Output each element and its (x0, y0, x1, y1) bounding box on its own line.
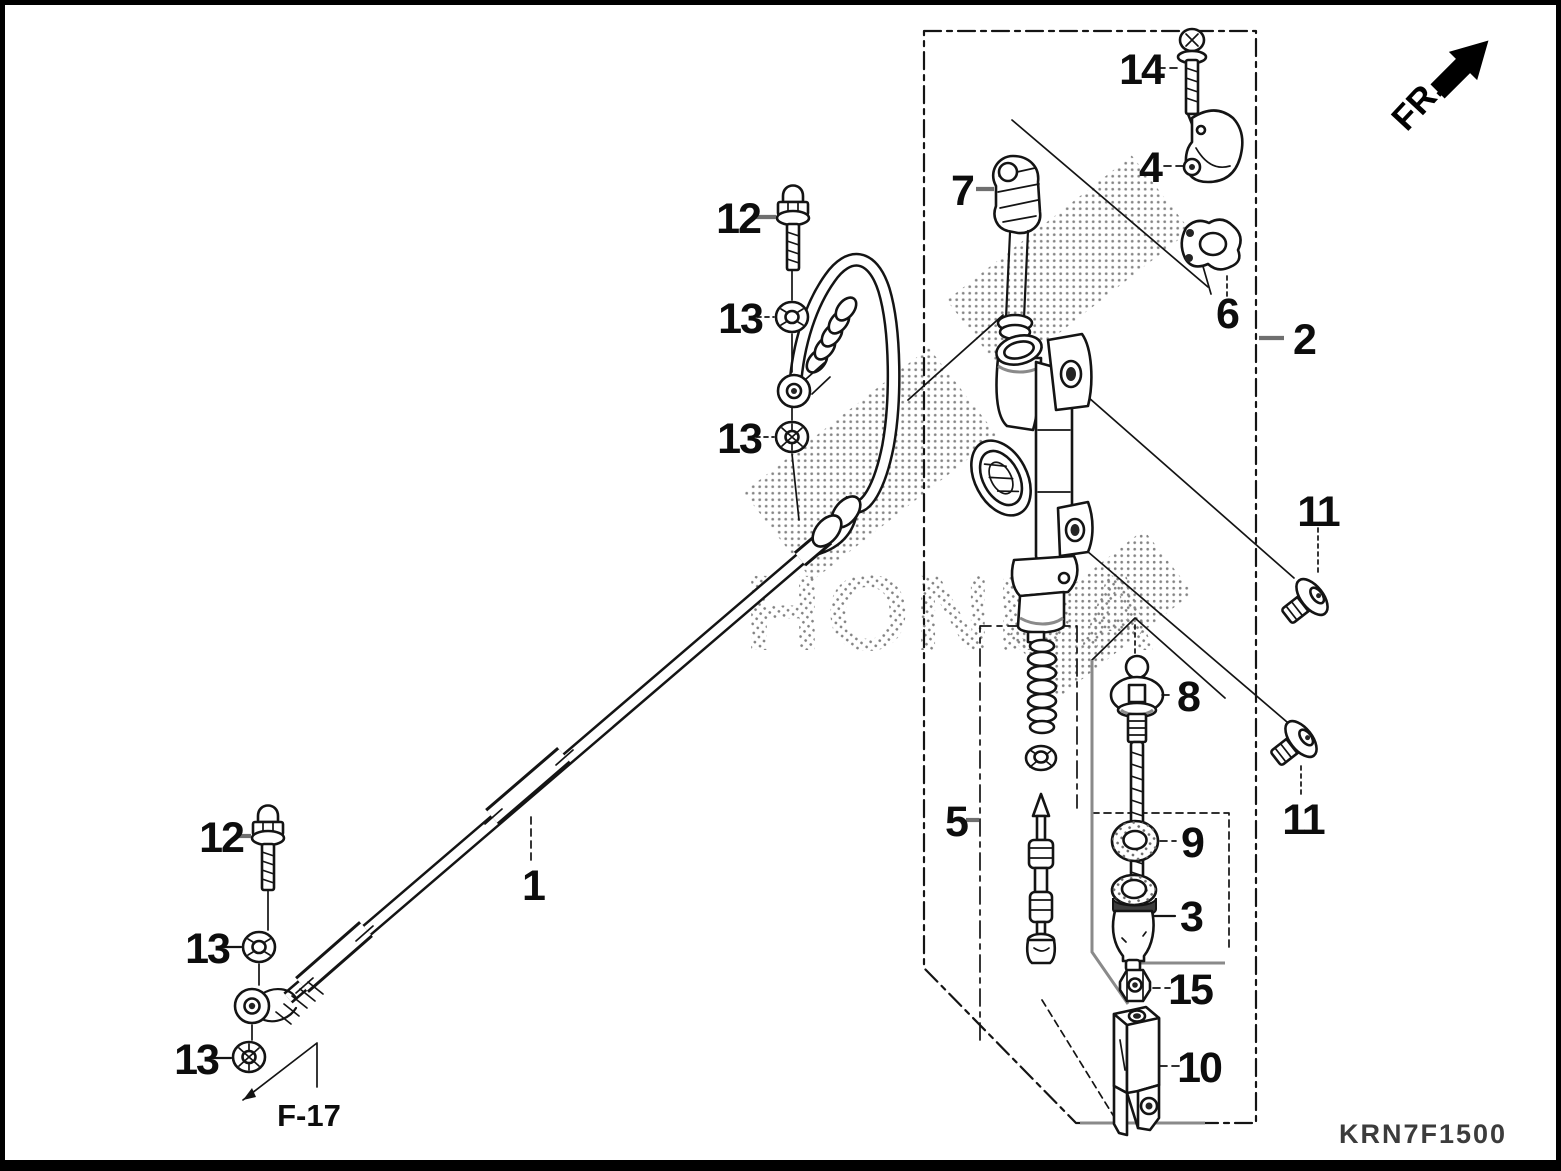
page-ref-arrow-icon (243, 1088, 256, 1100)
watermark-text: HONDA (744, 552, 1160, 673)
callout-label-5: 5 (945, 798, 968, 846)
callout-label-8: 8 (1177, 673, 1200, 721)
callout-label-10: 10 (1177, 1044, 1222, 1092)
cup-icon (1025, 932, 1057, 965)
callout-label-6: 6 (1216, 290, 1239, 338)
reservoir-explosion-line (907, 314, 1004, 401)
callout-label-3: 3 (1180, 893, 1203, 941)
hose-banjo-top (776, 362, 831, 409)
part-5-piston-set (1024, 638, 1058, 965)
part-11-screw-upper (1281, 577, 1329, 624)
part-4-reservoir-cover (1182, 109, 1244, 184)
outlet-port (970, 439, 1032, 517)
screw-lower-explosion-line (1079, 544, 1288, 723)
hose-clamp-icon (811, 514, 843, 548)
callout-leaders (209, 67, 1319, 1067)
callout-labels: 1 2 3 4 5 6 7 8 9 10 11 11 12 12 13 13 1… (174, 46, 1342, 1092)
part-8-push-rod (1109, 654, 1165, 905)
callout-label-7: 7 (951, 167, 974, 215)
honda-watermark: HONDA (743, 155, 1193, 698)
part-3-boot (1110, 873, 1158, 973)
part-13-washer-d (231, 1040, 267, 1074)
piston-set-box (979, 625, 1078, 1041)
part-6-plate (1180, 218, 1242, 271)
part-9-seal (1110, 819, 1160, 863)
screw-upper-explosion-line (1079, 389, 1295, 579)
part-13-washer-c (241, 930, 277, 964)
part-13-washer-a (774, 300, 810, 334)
page-reference: F-17 (242, 1042, 341, 1133)
push-rod-tent (1091, 617, 1226, 699)
push-rod-tent-side (1090, 660, 1130, 1005)
callout-label-13-c: 13 (185, 925, 230, 973)
part-14-screw (1176, 27, 1208, 126)
part-15-nut (1118, 968, 1152, 1003)
piston-set-leader (1041, 999, 1117, 1121)
callout-label-13-b: 13 (717, 415, 762, 463)
callout-label-4: 4 (1139, 144, 1163, 192)
callout-label-9: 9 (1181, 819, 1204, 867)
callout-label-15: 15 (1168, 966, 1213, 1014)
callout-label-1: 1 (522, 862, 545, 910)
callout-label-12-upper: 12 (716, 195, 761, 243)
washer-icon (1024, 744, 1058, 772)
cylinder-clamp (1010, 554, 1079, 598)
cylinder-boot (1016, 590, 1066, 634)
hose-banjo-bottom (233, 987, 298, 1025)
hose-spring-guard (805, 296, 858, 374)
frame-border-bottom (0, 1160, 1561, 1171)
callout-label-11-upper: 11 (1297, 488, 1340, 536)
callout-label-12-lower: 12 (199, 814, 244, 862)
part-12-bolt-upper (775, 184, 811, 272)
part-11-screw-lower (1270, 719, 1318, 766)
part-12-bolt-lower (250, 804, 286, 892)
callout-label-13-a: 13 (718, 295, 763, 343)
callout-label-11-lower: 11 (1282, 796, 1325, 844)
callout-label-13-d: 13 (174, 1036, 219, 1084)
part-1-brake-hose (233, 253, 901, 1025)
part-2-master-cylinder (970, 154, 1094, 646)
diagram-code: KRN7F1500 (1339, 1119, 1507, 1149)
fr-direction-marker: FR. (1384, 40, 1489, 138)
part-13-washer-b (774, 420, 810, 454)
page-ref-label: F-17 (277, 1098, 341, 1133)
fr-arrow-icon (1430, 40, 1489, 99)
callout-label-2: 2 (1293, 316, 1316, 364)
assembly-axis-lines (251, 269, 800, 1041)
callout-label-14: 14 (1119, 46, 1165, 94)
part-7-hose-joint (991, 154, 1042, 341)
cap-explosion-line (1011, 119, 1209, 288)
seal-boot-box (1091, 812, 1230, 953)
part-10-rod-joint (1112, 1005, 1161, 1137)
piston-icon (1027, 792, 1055, 936)
spring-icon (1026, 638, 1058, 735)
